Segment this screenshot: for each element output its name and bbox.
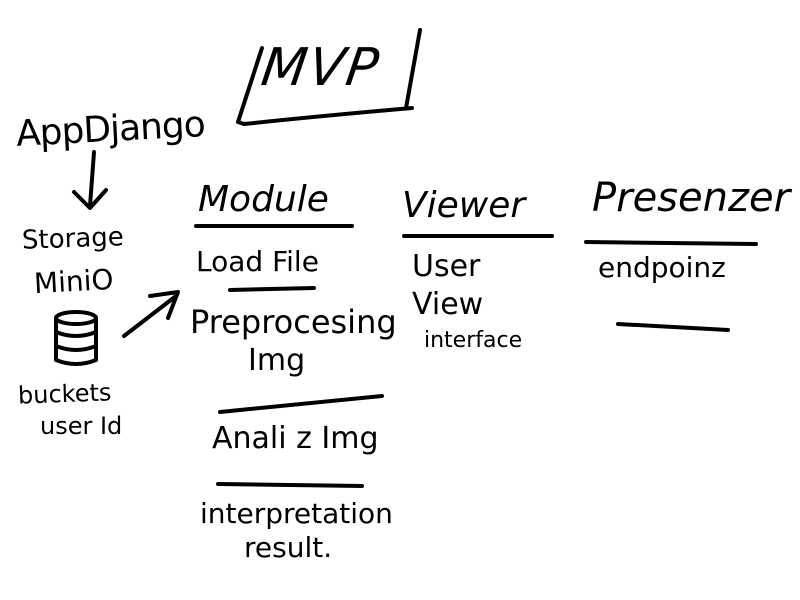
module-item-interpretation: interpretation — [200, 497, 393, 530]
title-bracket-right — [404, 28, 422, 110]
buckets-user-id-label: user Id — [40, 412, 123, 440]
storage-engine-label: MiniO — [33, 262, 115, 301]
module-column-title: Module — [198, 179, 329, 220]
app-to-storage-arrow-head — [72, 188, 108, 210]
app-label: AppDjango — [15, 104, 206, 155]
module-item-img: Img — [248, 343, 306, 378]
app-to-storage-arrow-shaft — [88, 150, 96, 208]
diagram-title: MVP — [257, 38, 385, 98]
module-item-preprocessing: Preprocesing — [190, 303, 397, 341]
title-bracket-left — [236, 46, 414, 126]
module-item-result: result. — [244, 531, 333, 564]
storage-label: Storage — [21, 222, 125, 256]
module-sep-1 — [228, 286, 316, 292]
presenter-sep-1 — [616, 322, 730, 332]
viewer-item-user: User — [412, 249, 481, 284]
storage-to-module-arrow-head — [148, 290, 180, 320]
module-item-load-file: Load File — [196, 245, 319, 278]
presenter-header-rule — [584, 240, 758, 246]
buckets-label: buckets — [17, 378, 112, 410]
viewer-column-title: Viewer — [402, 185, 526, 226]
presenter-item-endpoint: endpoinz — [598, 251, 726, 284]
database-icon — [54, 310, 98, 366]
viewer-item-view: View — [412, 287, 484, 322]
module-sep-3 — [216, 482, 364, 488]
module-item-analyze-img: Anali z Img — [212, 421, 379, 456]
storage-to-module-arrow-shaft — [122, 294, 178, 338]
module-sep-2 — [218, 394, 384, 414]
viewer-item-interface: interface — [424, 328, 523, 353]
presenter-column-title: Presenzer — [592, 175, 791, 221]
